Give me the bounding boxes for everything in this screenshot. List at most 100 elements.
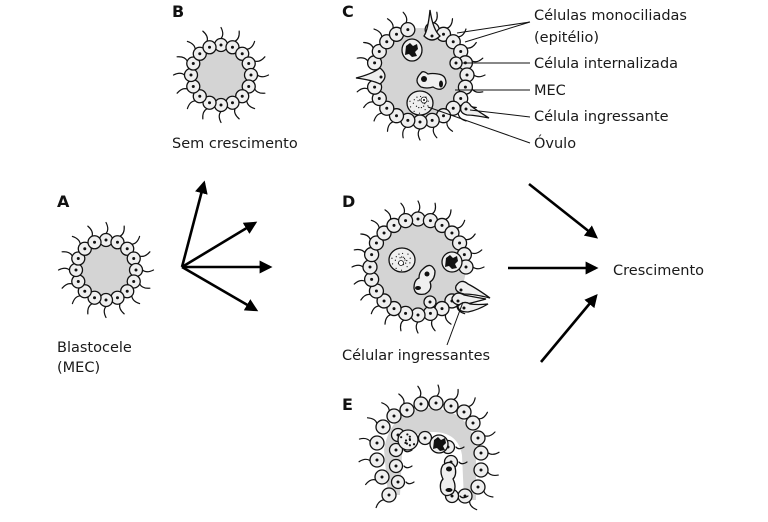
cilium: [61, 283, 73, 289]
cilium: [373, 28, 383, 38]
yolk-dot: [420, 106, 423, 109]
yolk-dot: [427, 105, 429, 107]
cilium: [57, 267, 71, 271]
label-mec: MEC: [534, 83, 566, 99]
nucleus: [219, 43, 223, 47]
nucleus: [421, 76, 427, 82]
nucleus: [446, 466, 452, 472]
cilium: [402, 126, 407, 139]
arrow-to-c: [181, 221, 258, 269]
cilium: [186, 100, 196, 110]
nucleus: [382, 299, 386, 303]
yolk-dot: [391, 263, 394, 265]
cilium: [360, 233, 371, 241]
leader-ovulo: [427, 106, 531, 144]
leader-monociliadas: [456, 21, 531, 43]
cilium: [384, 209, 392, 220]
yolk-dot: [408, 435, 411, 438]
nucleus: [459, 288, 463, 292]
nucleus: [440, 223, 444, 227]
cilium: [458, 461, 468, 465]
cilium: [246, 100, 256, 110]
cilium: [202, 30, 208, 42]
label-epitelio: (epitélio): [534, 30, 599, 46]
yolk-dot: [400, 269, 403, 271]
nucleus: [462, 253, 466, 257]
nucleus: [428, 219, 432, 223]
cilium: [360, 293, 371, 301]
nucleus: [392, 223, 396, 227]
nucleus: [134, 268, 138, 272]
nucleus: [442, 114, 445, 118]
nucleus: [104, 238, 108, 242]
yolk-dot: [404, 439, 408, 442]
cilium: [363, 101, 374, 109]
cilium: [176, 56, 188, 62]
chromosomes: [405, 43, 418, 57]
cilium: [403, 465, 413, 469]
cilium: [386, 18, 394, 29]
nucleus: [395, 114, 398, 118]
arrow-e-to-growth: [540, 294, 598, 363]
cilium: [246, 40, 256, 50]
yolk-dot: [405, 262, 407, 264]
nucleus: [392, 307, 396, 311]
nucleus: [430, 34, 434, 38]
nucleus: [445, 488, 453, 492]
yolk-dot: [409, 262, 411, 264]
cilium: [358, 458, 371, 463]
yolk-dot: [406, 433, 409, 436]
cilium: [358, 437, 371, 443]
cilium: [470, 249, 483, 255]
cilium: [61, 251, 73, 257]
nucleus: [240, 94, 244, 98]
cilium: [254, 56, 266, 62]
elongated-cell: [355, 67, 386, 85]
yolk-dot: [406, 260, 408, 262]
cilium: [446, 121, 454, 132]
yolk-dot: [391, 257, 393, 259]
ovum: [388, 247, 416, 273]
panel-b-letter: B: [172, 2, 184, 21]
elongated-cell: [423, 9, 441, 41]
blastocoel-mec: [76, 240, 136, 300]
cilium: [417, 385, 422, 398]
yolk-dot: [404, 259, 406, 261]
yolk-dot: [418, 112, 421, 114]
cilium: [403, 449, 413, 453]
nucleus: [462, 306, 466, 310]
nucleus: [377, 50, 381, 53]
sem-crescimento-label: Sem crescimento: [172, 136, 298, 152]
cilium: [466, 41, 477, 49]
cilium: [468, 500, 478, 511]
cilium: [139, 251, 151, 257]
yolk-dot: [403, 257, 406, 259]
cilium: [483, 490, 494, 498]
nucleus: [416, 217, 420, 221]
nucleus: [385, 40, 389, 44]
nucleus: [370, 253, 374, 257]
cilium: [366, 417, 378, 425]
nucleus: [430, 118, 434, 122]
cilium: [71, 235, 81, 245]
label-celular-ingressantes: Célular ingressantes: [342, 348, 490, 364]
nucleus: [115, 240, 119, 244]
cilium: [415, 321, 419, 334]
cilium: [356, 57, 369, 62]
cilium: [432, 126, 438, 139]
cilium: [353, 279, 366, 285]
yolk-dot: [400, 436, 403, 439]
panel-c: C Células monociliadas (epitélio) Célula…: [342, 2, 687, 152]
nucleus: [191, 62, 195, 66]
cilium: [103, 305, 107, 319]
nucleus: [381, 425, 385, 429]
panel-e: E: [342, 384, 500, 511]
ingressing-cell: [457, 301, 489, 313]
panel-a: A Blastocele (MEC): [57, 192, 155, 376]
nucleus: [385, 106, 389, 110]
yolk-dot: [419, 95, 422, 98]
cilium: [430, 319, 436, 332]
nucleus: [230, 101, 234, 105]
panel-e-letter: E: [342, 395, 353, 414]
nucleus: [394, 464, 398, 468]
